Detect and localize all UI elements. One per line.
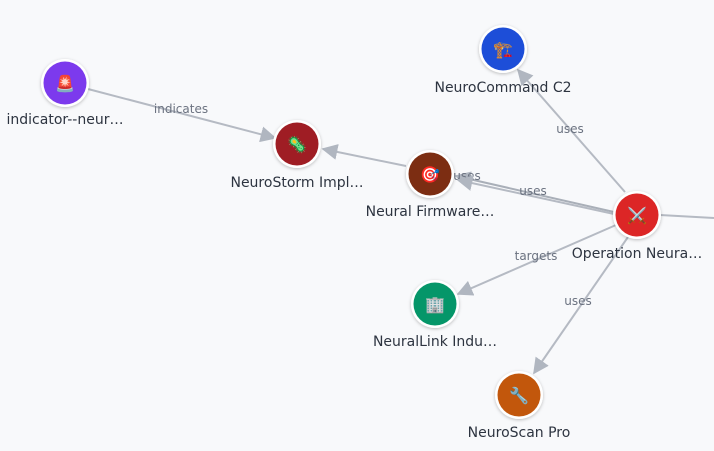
edge-label: targets [515,249,558,263]
node-label: indicator--neur… [7,112,124,128]
building-icon: 🏢 [425,295,445,314]
node-neuroscan[interactable]: 🔧 NeuroScan Pro [468,371,571,441]
microbe-icon: 🦠 [287,135,307,154]
edge-operation-command[interactable]: uses [516,68,626,193]
edge-operation-neuroscan[interactable]: uses [533,236,629,375]
node-label: Neural Firmware… [366,204,495,220]
edge-label: uses [519,184,547,198]
node-label: NeuroCommand C2 [434,80,571,96]
node-neurallink[interactable]: 🏢 NeuralLink Indu… [373,280,497,350]
edge-operation-firmware-b[interactable]: uses [456,175,615,215]
edge-label: uses [453,169,481,183]
edge-operation-neurallink[interactable]: targets [456,224,617,296]
node-indicator[interactable]: 🚨 indicator--neur… [7,59,124,128]
node-label: NeuralLink Indu… [373,334,497,350]
edges: indicates uses uses uses targets uses [87,68,714,375]
node-label: Operation Neura… [572,246,702,262]
target-icon: 🎯 [420,165,440,184]
node-operation[interactable]: ⚔️ Operation Neura… [572,191,702,262]
node-label: NeuroStorm Impl… [230,175,363,191]
siren-icon: 🚨 [55,74,75,93]
node-firmware[interactable]: 🎯 Neural Firmware… [366,150,495,220]
edge-label: uses [564,294,592,308]
wrench-icon: 🔧 [509,386,529,405]
node-label: NeuroScan Pro [468,425,571,441]
crane-icon: 🏗️ [493,40,513,59]
edge-label: uses [556,122,584,136]
nodes: 🚨 indicator--neur… 🦠 NeuroStorm Impl… 🎯 … [7,25,702,441]
edge-indicator-neurostorm[interactable]: indicates [87,88,277,143]
node-neurostorm[interactable]: 🦠 NeuroStorm Impl… [230,120,364,191]
crossed-swords-icon: ⚔️ [627,206,647,225]
edge-firmware-neurostorm[interactable] [321,144,407,167]
edge-operation-offscreen[interactable] [659,214,714,219]
edge-label: indicates [154,102,208,116]
node-command[interactable]: 🏗️ NeuroCommand C2 [434,25,572,96]
